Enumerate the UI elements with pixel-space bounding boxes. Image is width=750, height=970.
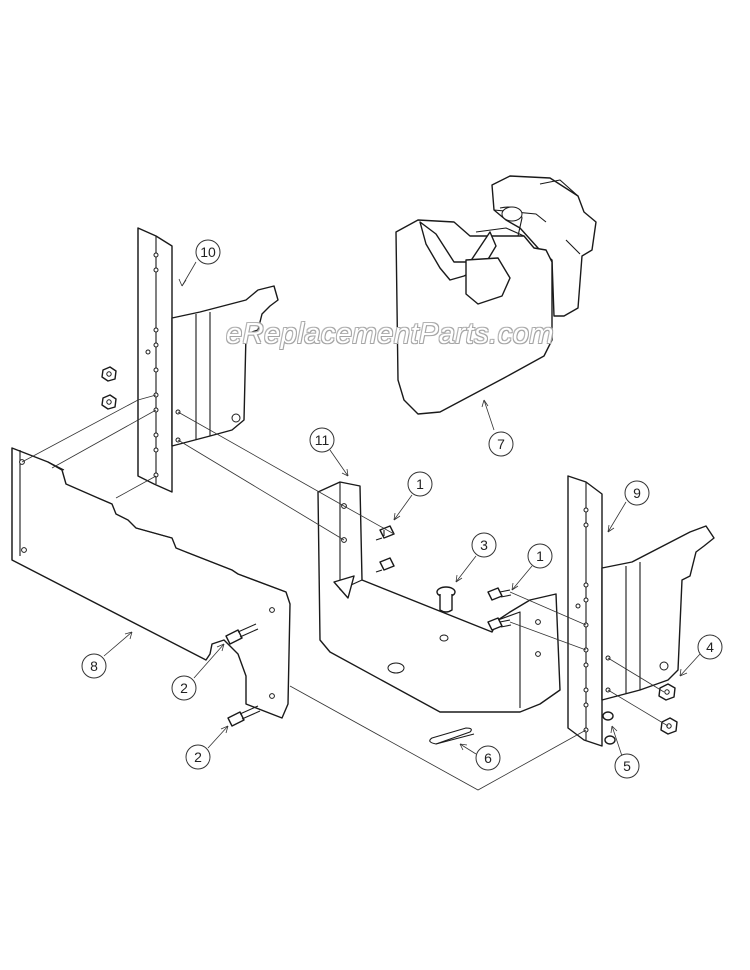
callout-10-label: 10 bbox=[200, 244, 216, 260]
callout-1-upper: 1 bbox=[393, 471, 433, 521]
part-9-upright-bracket bbox=[567, 475, 715, 747]
callout-7-label: 7 bbox=[497, 436, 505, 452]
part-3-pin bbox=[436, 586, 456, 613]
part-11-hitch-bracket bbox=[317, 481, 561, 713]
callout-10: 10 bbox=[178, 239, 221, 287]
callout-2-upper-label: 2 bbox=[180, 680, 188, 696]
part-4-nut-lower bbox=[660, 717, 678, 735]
callout-9-label: 9 bbox=[633, 485, 641, 501]
callout-1-upper-label: 1 bbox=[416, 476, 424, 492]
part-8-weight-plate bbox=[11, 447, 291, 719]
callout-11: 11 bbox=[309, 427, 349, 477]
watermark-text: eReplacementParts.com bbox=[226, 318, 555, 350]
callout-3: 3 bbox=[455, 532, 497, 583]
callout-6-label: 6 bbox=[484, 750, 492, 766]
part-2-bolt-lower bbox=[227, 705, 261, 727]
callout-11-label: 11 bbox=[315, 432, 330, 448]
callout-2-lower-label: 2 bbox=[194, 749, 202, 765]
part-5-washer-upper bbox=[602, 711, 614, 721]
nut-left-upper bbox=[101, 366, 117, 382]
part-1-bolt-upper-left bbox=[375, 525, 395, 541]
callout-1-lower: 1 bbox=[511, 543, 553, 591]
part-7-suitcase-weight bbox=[395, 175, 597, 415]
callout-5: 5 bbox=[610, 725, 640, 779]
part-6-hairpin-clip bbox=[429, 727, 475, 745]
callout-4-label: 4 bbox=[706, 639, 714, 655]
nut-left-lower bbox=[101, 394, 117, 410]
callout-9: 9 bbox=[607, 480, 650, 533]
callout-8: 8 bbox=[81, 631, 133, 679]
callout-1-lower-label: 1 bbox=[536, 548, 544, 564]
callout-5-label: 5 bbox=[623, 758, 631, 774]
callout-2-upper: 2 bbox=[171, 643, 225, 701]
callout-3-label: 3 bbox=[480, 537, 488, 553]
assembly-lines bbox=[21, 394, 669, 791]
part-10-upright-bracket bbox=[137, 227, 279, 493]
callout-4: 4 bbox=[679, 634, 723, 677]
part-5-washer-lower bbox=[604, 735, 616, 745]
callout-7: 7 bbox=[481, 399, 514, 457]
part-4-nut-upper bbox=[658, 683, 676, 701]
part-2-bolt-upper bbox=[225, 623, 259, 645]
part-1-bolt-upper-right bbox=[487, 587, 512, 601]
callout-6: 6 bbox=[459, 743, 501, 771]
part-1-bolt-lower-right bbox=[487, 617, 512, 631]
part-1-bolt-lower-left bbox=[375, 557, 395, 573]
callout-8-label: 8 bbox=[90, 658, 98, 674]
callout-2-lower: 2 bbox=[185, 725, 229, 770]
